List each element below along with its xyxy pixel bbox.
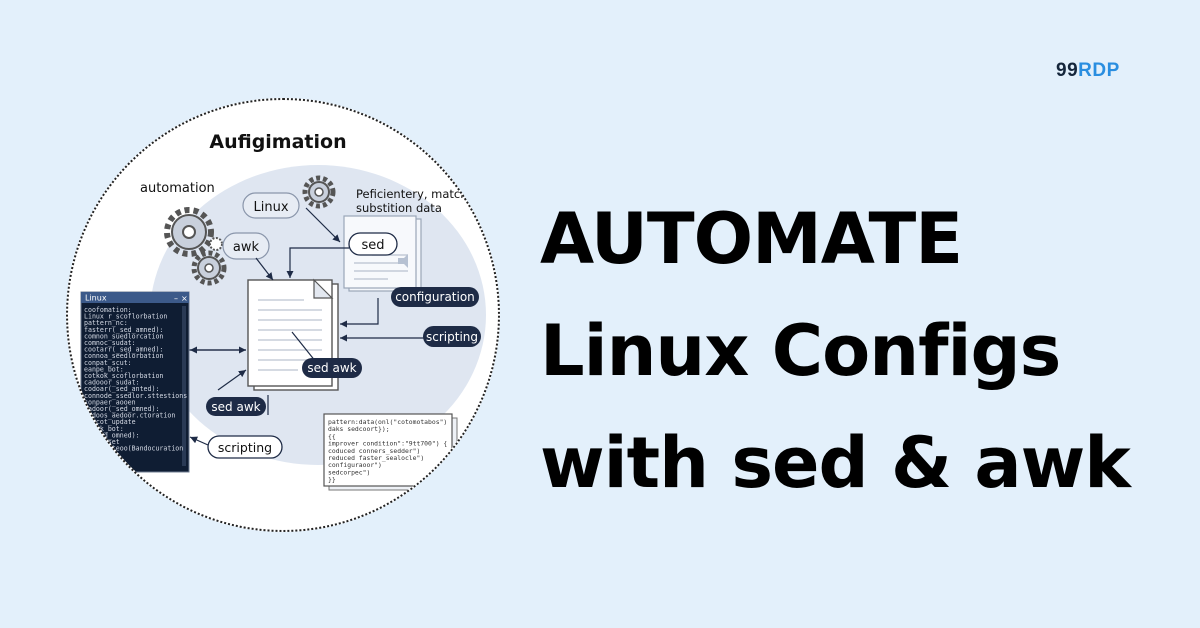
terminal-line: comnoc_sudat: bbox=[84, 339, 136, 347]
brand-logo: 99RDP bbox=[1056, 60, 1120, 82]
terminal-line: cadooor_sudat: bbox=[84, 379, 140, 387]
note-line-2: substition data bbox=[356, 201, 442, 215]
close-icon: × bbox=[181, 294, 188, 303]
gear-icon bbox=[302, 175, 336, 209]
automation-label: automation bbox=[140, 181, 215, 196]
terminal-line: cadoor(_sed_omned): bbox=[84, 405, 159, 413]
headline-line-3: with sed & awk bbox=[540, 422, 1131, 504]
code-line: sedcorpec") bbox=[328, 468, 370, 476]
terminal-line: conpat_scut: bbox=[84, 359, 132, 367]
headline-line-2: Linux Configs bbox=[540, 310, 1061, 392]
code-line: {{ bbox=[328, 432, 336, 440]
terminal-line: ccnok_bot: bbox=[84, 425, 124, 433]
sed-awk-left-label: sed awk bbox=[211, 400, 260, 414]
code-line: pattern:data(onl("cotomotabos") bbox=[328, 418, 447, 426]
code-line: coduced conners_sedder") bbox=[328, 447, 420, 455]
terminal-line: cnotr_ateoo(Bandocuration bbox=[84, 445, 183, 453]
code-line: daks sedcoort}); bbox=[328, 425, 390, 433]
terminal-line: _sed_chouk bbox=[84, 458, 124, 466]
terminal-line: c(_sed_omned): bbox=[84, 431, 140, 439]
configuration-badge bbox=[391, 287, 479, 307]
code-window: pattern:data(onl("cotomotabos")daks sedc… bbox=[323, 413, 458, 491]
illustration-circle: Aufigimation automation Linux awk Pefici bbox=[66, 98, 500, 532]
terminal-line: cadoos_aedoor.ctoration bbox=[84, 412, 175, 420]
terminal-line: coofomation: bbox=[84, 306, 132, 314]
terminal-line: ooo_rpset bbox=[84, 438, 120, 446]
logo-rdp: RDP bbox=[1078, 60, 1120, 81]
code-line: }} bbox=[328, 476, 336, 484]
terminal-window: Linux – × coofomation:Linux r_scoflorbat… bbox=[80, 291, 190, 473]
terminal-line: eanpe_bot: bbox=[84, 365, 124, 373]
gear-icon bbox=[191, 250, 227, 286]
headline: AUTOMATE Linux Configs with sed & awk bbox=[540, 183, 1180, 519]
code-line: improver condition":"9tt700") { bbox=[328, 440, 447, 448]
sed-awk-left-badge bbox=[206, 397, 266, 416]
terminal-line: pattern_nc: bbox=[84, 319, 128, 327]
note-line-1: Peficientery, matchi bbox=[356, 187, 471, 201]
terminal-line: fasterr(_sed_amned): bbox=[84, 326, 163, 334]
terminal-line: comnon_suedlorcation bbox=[84, 332, 163, 340]
terminal-line: Linux r_scoflorbation bbox=[84, 313, 167, 321]
code-line: reduced faster_sealocle") bbox=[328, 454, 424, 462]
awk-pill bbox=[222, 232, 270, 260]
terminal-line: connode_ssedlor.sttestions bbox=[84, 392, 187, 400]
terminal-line: cotkok_scoflorbation bbox=[84, 372, 163, 380]
sed-label: sed bbox=[361, 238, 384, 253]
gear-icon bbox=[164, 207, 214, 257]
scripting-pill-bottom bbox=[207, 435, 283, 459]
terminal-lines: coofomation:Linux r_scoflorbationpattern… bbox=[84, 306, 187, 466]
sed-awk-doc-label: sed awk bbox=[307, 361, 356, 375]
scripting-badge-right bbox=[423, 326, 481, 347]
configuration-label: configuration bbox=[395, 290, 475, 304]
terminal-line: conpaer_aooen bbox=[84, 398, 136, 406]
terminal-line: codoar(_sed_anted): bbox=[84, 385, 159, 393]
scripting-bottom-label: scripting bbox=[218, 440, 272, 455]
linux-label: Linux bbox=[253, 200, 288, 215]
awk-label: awk bbox=[233, 240, 260, 255]
terminal-line: cootarr(_sed_amned): bbox=[84, 346, 163, 354]
headline-line-1: AUTOMATE bbox=[540, 198, 963, 280]
terminal-title: Linux bbox=[85, 294, 107, 303]
sed-pill bbox=[348, 232, 398, 256]
gear-icon bbox=[209, 237, 223, 251]
code-lines: pattern:data(onl("cotomotabos")daks sedc… bbox=[328, 418, 447, 484]
illustration-svg: Aufigimation automation Linux awk Pefici bbox=[80, 131, 486, 491]
illustration-title: Aufigimation bbox=[209, 131, 346, 153]
linux-pill bbox=[242, 192, 300, 219]
terminal-scrollbar bbox=[182, 306, 186, 466]
code-line: configuraoor") bbox=[328, 461, 382, 469]
scripting-right-label: scripting bbox=[426, 330, 478, 344]
terminal-line: connoa_seedlorbation bbox=[84, 352, 163, 360]
sed-awk-doc-badge bbox=[302, 358, 362, 378]
minimize-icon: – bbox=[174, 294, 178, 303]
logo-number: 99 bbox=[1056, 60, 1079, 81]
terminal-line: concot_update bbox=[84, 418, 136, 426]
